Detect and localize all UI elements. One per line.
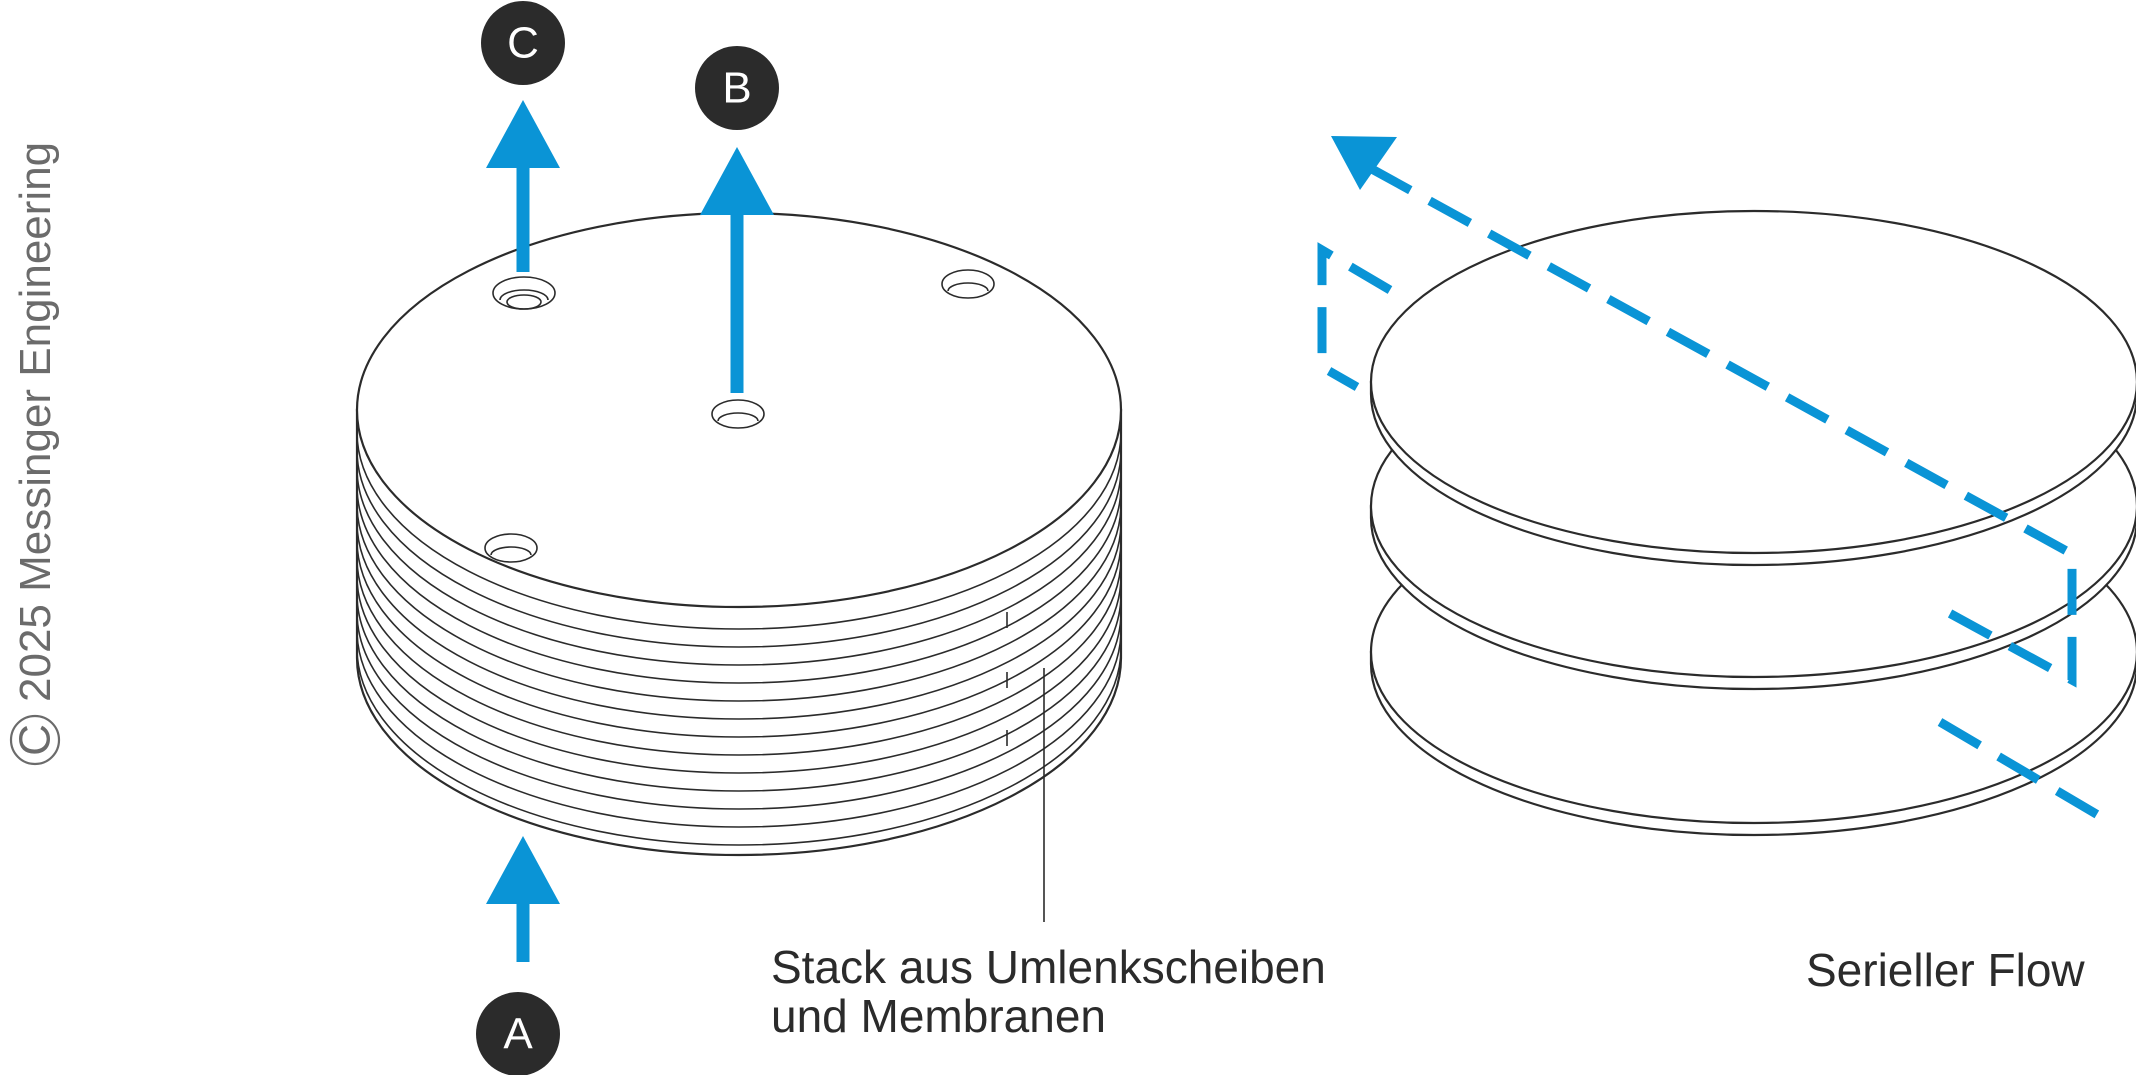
badge-c-label: C <box>507 19 539 68</box>
copyright-circle <box>9 714 61 766</box>
badge-b-label: B <box>722 64 751 113</box>
hole-top-right <box>941 269 995 299</box>
port-b-hole <box>711 399 765 429</box>
port-c-hole <box>492 276 556 310</box>
serial-flow-path <box>1317 136 2101 819</box>
arrow-a-inlet <box>486 836 560 962</box>
badge-b: B <box>695 46 779 130</box>
hole-left <box>484 533 538 563</box>
copyright-text: 2025 Messinger Engineering <box>11 142 60 702</box>
stack-caption-line1: Stack aus Umlenkscheiben <box>771 941 1326 993</box>
flow-arrowhead <box>1331 136 1397 190</box>
stack-caption-line2: und Membranen <box>771 990 1106 1042</box>
serial-flow-discs <box>1369 209 2136 837</box>
flow-path-lower <box>1937 718 2101 819</box>
flow-path-upper <box>1317 242 1393 391</box>
copyright-notice: C 2025 Messinger Engineering <box>9 142 61 766</box>
copyright-symbol: C <box>11 724 60 756</box>
stack-disc-lines <box>356 431 1122 846</box>
arrow-b-outlet <box>700 147 774 393</box>
serial-flow-caption: Serieller Flow <box>1806 944 2085 996</box>
arrow-c-outlet <box>486 100 560 272</box>
disc-top <box>1369 209 2136 567</box>
badge-c: C <box>481 1 565 85</box>
membrane-stack <box>355 211 1123 922</box>
badge-a: A <box>476 992 560 1075</box>
badge-a-label: A <box>503 1010 533 1059</box>
